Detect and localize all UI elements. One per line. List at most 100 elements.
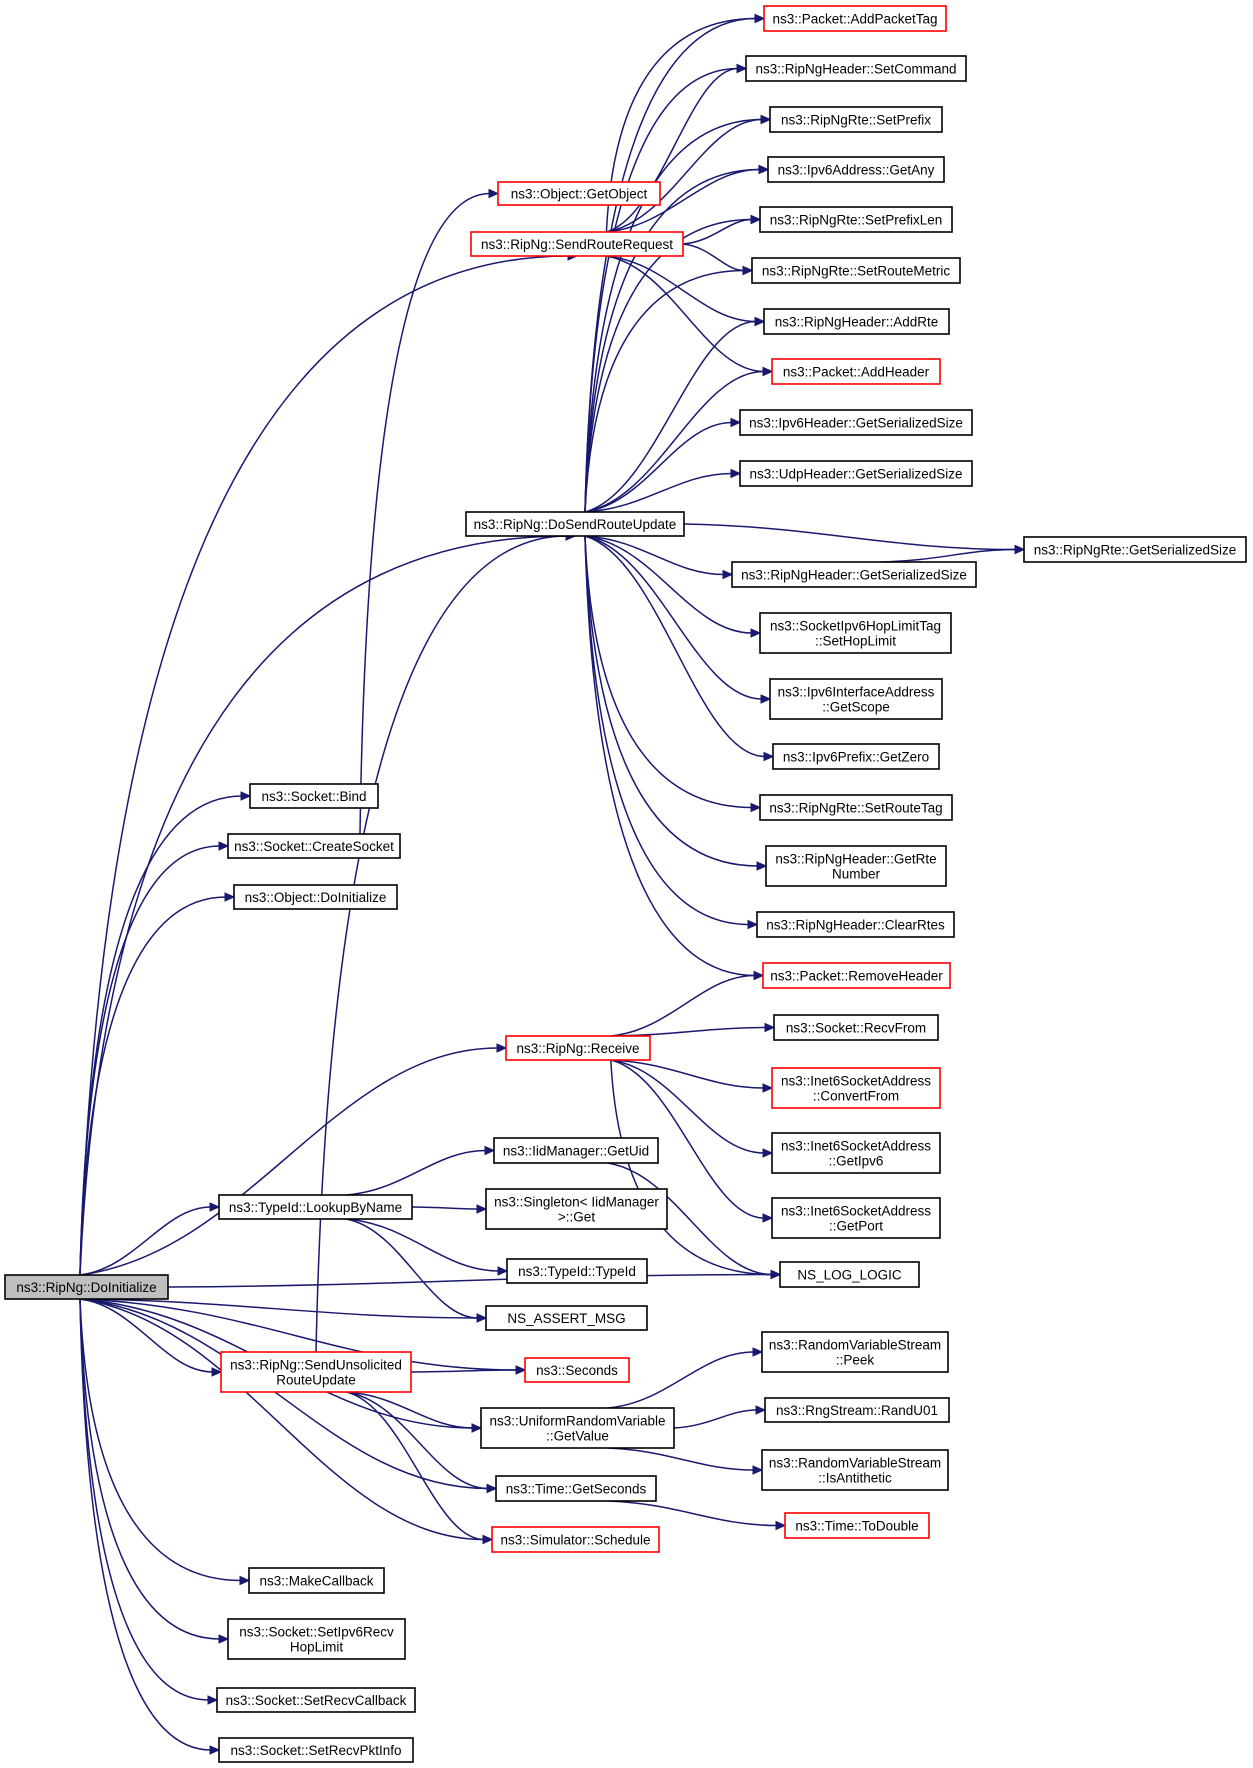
arrowhead (240, 791, 252, 801)
node-label: ns3::Socket::SetRecvCallback (226, 1693, 407, 1708)
node-rterteserial[interactable]: ns3::RipNgRte::GetSerializedSize (1023, 536, 1247, 563)
node-setroutetag[interactable]: ns3::RipNgRte::SetRouteTag (759, 794, 953, 821)
edge-doinit-to-setipv6recv (79, 1298, 221, 1640)
node-box (227, 833, 401, 859)
arrowhead (762, 1148, 774, 1158)
node-addrte[interactable]: ns3::RipNgHeader::AddRte (763, 308, 950, 335)
edge-sendroutereq-to-setroutemetric (682, 243, 745, 272)
node-getport[interactable]: ns3::Inet6SocketAddress::GetPort (771, 1197, 941, 1239)
node-lookupbyname[interactable]: ns3::TypeId::LookupByName (218, 1194, 413, 1220)
node-objdoinit[interactable]: ns3::Object::DoInitialize (233, 884, 398, 910)
edge-dosendrouteupd-to-sethoplimit (584, 535, 753, 634)
arrowhead (752, 1465, 764, 1475)
edge-dosendrouteupd-to-setroutemetric (584, 269, 745, 513)
node-getzero[interactable]: ns3::Ipv6Prefix::GetZero (772, 743, 940, 770)
node-addheader[interactable]: ns3::Packet::AddHeader (771, 358, 941, 385)
node-getipv6[interactable]: ns3::Inet6SocketAddress::GetIpv6 (771, 1132, 941, 1174)
node-box (769, 678, 943, 720)
node-seconds[interactable]: ns3::Seconds (524, 1357, 630, 1383)
node-box (485, 1305, 648, 1331)
node-randu01[interactable]: ns3::RngStream::RandU01 (764, 1397, 950, 1423)
node-label: ns3::RipNgHeader::GetSerializedSize (741, 568, 967, 583)
edge-dosendrouteupd-to-removeheader (584, 535, 756, 977)
node-label: ::GetScope (822, 700, 890, 715)
node-label: ns3::Inet6SocketAddress (781, 1204, 931, 1219)
arrowhead (476, 1204, 488, 1214)
arrowhead (722, 569, 734, 580)
node-label: ns3::Socket::SetIpv6Recv (239, 1625, 394, 1640)
node-getvalue[interactable]: ns3::UniformRandomVariable::GetValue (480, 1407, 675, 1449)
node-label: ns3::Socket::SetRecvPktInfo (230, 1743, 401, 1758)
node-box (248, 1567, 385, 1594)
node-box (764, 1397, 950, 1423)
node-udphdrsize[interactable]: ns3::UdpHeader::GetSerializedSize (739, 460, 973, 487)
node-recvfrom[interactable]: ns3::Socket::RecvFrom (773, 1014, 939, 1041)
edge-lookupbyname-to-getuid (345, 1149, 487, 1196)
node-label: ns3::RipNgHeader::ClearRtes (766, 918, 945, 933)
node-addpackettag[interactable]: ns3::Packet::AddPacketTag (763, 5, 947, 32)
node-riphdrserial[interactable]: ns3::RipNgHeader::GetSerializedSize (731, 561, 977, 588)
node-sendroutereq[interactable]: ns3::RipNg::SendRouteRequest (470, 231, 684, 257)
node-singletonget[interactable]: ns3::Singleton< IidManager>::Get (485, 1188, 668, 1230)
node-todouble[interactable]: ns3::Time::ToDouble (784, 1512, 930, 1539)
node-setrecvcb[interactable]: ns3::Socket::SetRecvCallback (216, 1687, 416, 1713)
edge-receive-to-convertfrom (610, 1059, 765, 1089)
node-label: ns3::RipNg::Receive (516, 1041, 639, 1056)
edge-sendunsol-to-getvalue (346, 1391, 474, 1429)
node-label: ns3::Packet::AddPacketTag (772, 12, 937, 27)
edge-receive-to-removeheader (610, 974, 756, 1037)
edge-doinit-to-setrecvcb (79, 1298, 210, 1701)
node-removeheader[interactable]: ns3::Packet::RemoveHeader (762, 962, 951, 989)
node-box (771, 358, 941, 385)
node-nslog[interactable]: NS_LOG_LOGIC (779, 1261, 920, 1288)
node-label: ns3::Packet::AddHeader (783, 365, 930, 380)
node-setprefix[interactable]: ns3::RipNgRte::SetPrefix (769, 106, 943, 133)
arrowhead (239, 1575, 251, 1586)
edge-sendunsol-to-schedule (346, 1391, 485, 1541)
node-dosendrouteupd[interactable]: ns3::RipNg::DoSendRouteUpdate (465, 511, 685, 537)
node-doinit[interactable]: ns3::RipNg::DoInitialize (4, 1274, 169, 1300)
arrowhead (484, 1145, 496, 1156)
node-convertfrom[interactable]: ns3::Inet6SocketAddress::ConvertFrom (771, 1067, 941, 1109)
edge-dosendrouteupd-to-rterteserial (683, 523, 1017, 551)
node-setprefixlen[interactable]: ns3::RipNgRte::SetPrefixLen (759, 206, 953, 233)
edge-getuid-to-nslog (607, 1162, 773, 1276)
node-label: ns3::Ipv6InterfaceAddress (778, 685, 935, 700)
edge-getvalue-to-peek (607, 1351, 755, 1409)
node-ipv6hdrsize[interactable]: ns3::Ipv6Header::GetSerializedSize (739, 409, 973, 436)
edge-sendroutereq-to-setprefix (606, 118, 763, 233)
node-getuid[interactable]: ns3::IidManager::GetUid (493, 1137, 659, 1164)
node-setrecvpkt[interactable]: ns3::Socket::SetRecvPktInfo (218, 1737, 414, 1763)
node-isantithetic[interactable]: ns3::RandomVariableStream::IsAntithetic (761, 1449, 949, 1491)
node-bind[interactable]: ns3::Socket::Bind (249, 783, 379, 809)
node-getobject[interactable]: ns3::Object::GetObject (497, 181, 661, 206)
arrowhead (754, 316, 766, 327)
node-typeid[interactable]: ns3::TypeId::TypeId (506, 1258, 648, 1284)
arrowhead (758, 164, 770, 175)
node-setcommand[interactable]: ns3::RipNgHeader::SetCommand (745, 55, 967, 82)
node-box (227, 1618, 406, 1660)
node-makecallback[interactable]: ns3::MakeCallback (248, 1567, 385, 1594)
node-sethoplimit[interactable]: ns3::SocketIpv6HopLimitTag::SetHopLimit (759, 612, 952, 654)
arrowhead (209, 1202, 221, 1212)
node-peek[interactable]: ns3::RandomVariableStream::Peek (761, 1331, 949, 1373)
node-createsocket[interactable]: ns3::Socket::CreateSocket (227, 833, 401, 859)
node-schedule[interactable]: ns3::Simulator::Schedule (491, 1526, 660, 1553)
node-label: ns3::Inet6SocketAddress (781, 1139, 931, 1154)
node-clearrtes[interactable]: ns3::RipNgHeader::ClearRtes (756, 911, 955, 938)
node-getany[interactable]: ns3::Ipv6Address::GetAny (767, 156, 945, 183)
node-getscope[interactable]: ns3::Ipv6InterfaceAddress::GetScope (769, 678, 943, 720)
arrowhead (752, 1347, 764, 1357)
arrowhead (762, 366, 774, 377)
node-setroutemetric[interactable]: ns3::RipNgRte::SetRouteMetric (751, 257, 961, 284)
node-label: ns3::SocketIpv6HopLimitTag (770, 619, 941, 634)
node-box (506, 1258, 648, 1284)
node-receive[interactable]: ns3::RipNg::Receive (505, 1035, 651, 1061)
node-box (4, 1274, 169, 1300)
edge-doinit-to-getseconds (79, 1298, 489, 1490)
node-nsassert[interactable]: NS_ASSERT_MSG (485, 1305, 648, 1331)
node-getseconds[interactable]: ns3::Time::GetSeconds (495, 1475, 657, 1502)
